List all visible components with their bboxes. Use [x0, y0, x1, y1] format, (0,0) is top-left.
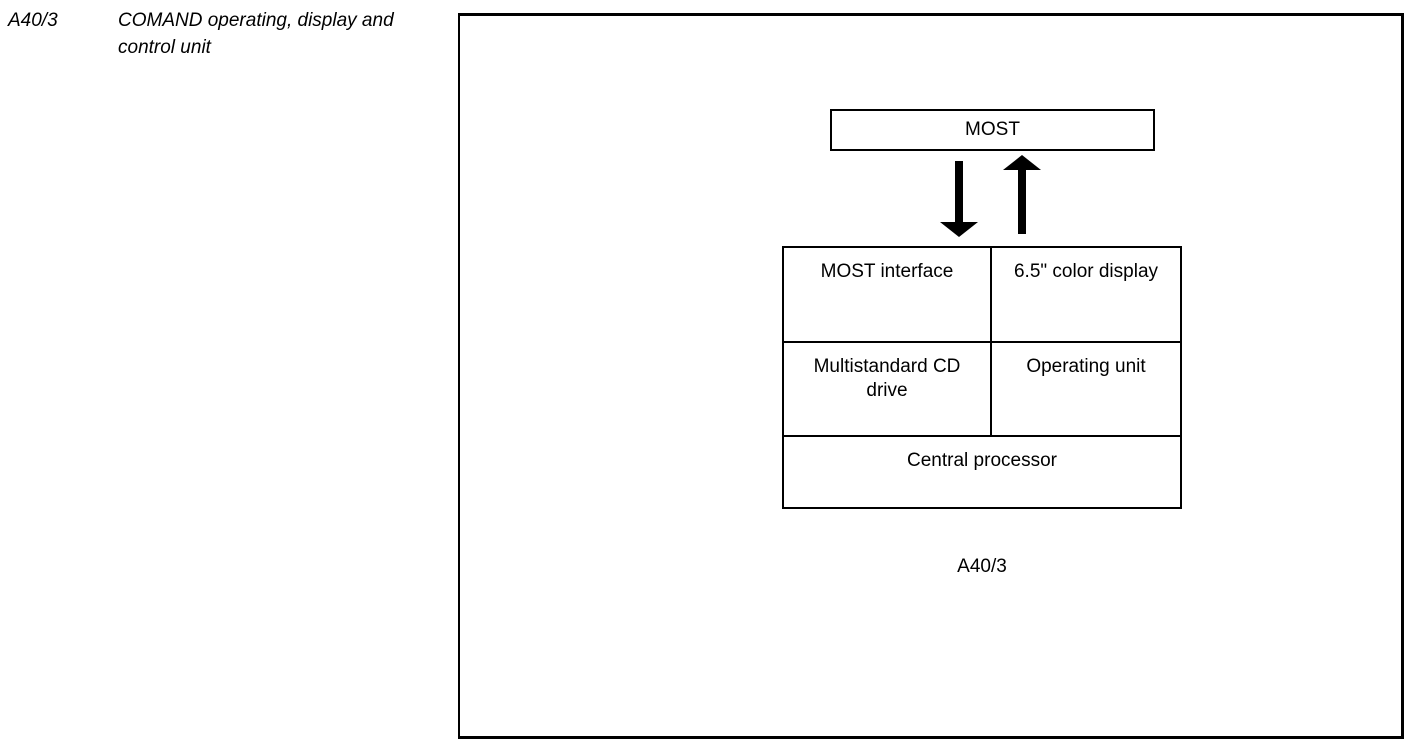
arrow-up-icon	[1003, 155, 1041, 170]
legend: A40/3 COMAND operating, display and cont…	[8, 7, 394, 61]
most-bus-box: MOST	[830, 109, 1155, 151]
unit-block-grid: MOST interface 6.5" color display Multis…	[782, 246, 1182, 509]
legend-description: COMAND operating, display and control un…	[118, 7, 394, 61]
legend-description-line1: COMAND operating, display and	[118, 10, 394, 31]
block-operating-unit: Operating unit	[992, 343, 1180, 437]
block-most-interface: MOST interface	[784, 248, 992, 343]
arrow-up-icon	[1018, 169, 1026, 234]
diagram-frame: MOST MOST interface 6.5" color display M…	[458, 13, 1404, 739]
arrow-down-icon	[940, 222, 978, 237]
legend-description-line2: control unit	[118, 37, 211, 58]
arrow-down-icon	[955, 161, 963, 223]
block-color-display: 6.5" color display	[992, 248, 1180, 343]
diagram-caption: A40/3	[957, 556, 1007, 577]
block-cd-drive: Multistandard CD drive	[784, 343, 992, 437]
block-central-processor: Central processor	[907, 450, 1057, 471]
legend-ref: A40/3	[8, 10, 58, 31]
